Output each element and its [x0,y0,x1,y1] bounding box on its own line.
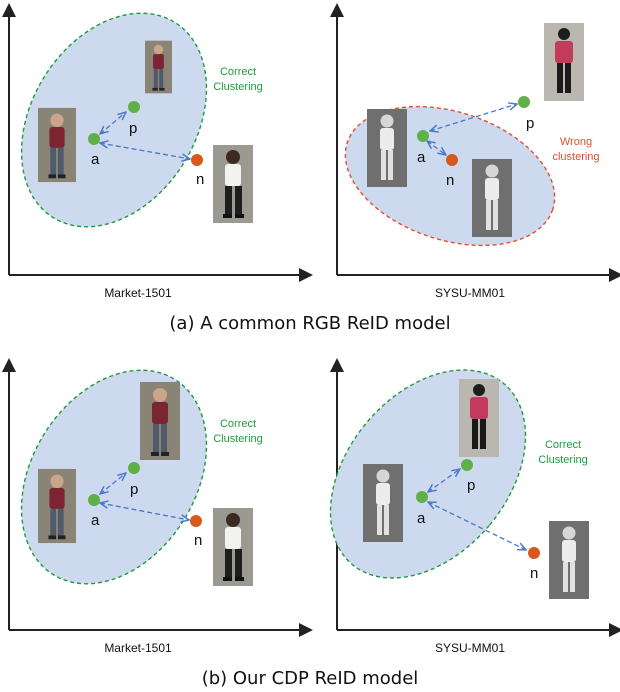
cluster-note-line1: Correct [220,66,256,78]
anchor-label: a [417,149,426,166]
anchor-negative-arrow [100,503,189,520]
anchor-negative-arrow [100,143,190,159]
cluster-note-line1: Correct [545,439,581,451]
x-axis-label: Market-1501 [104,286,172,300]
negative-point [191,154,203,166]
positive-image [544,23,584,101]
anchor-negative-arrow [427,141,446,155]
cluster-note-line1: Correct [220,418,256,430]
positive-point [461,459,473,471]
cluster-note-line2: clustering [552,151,599,163]
positive-image [145,40,172,94]
anchor-image [363,464,403,542]
cluster-note-line1: Wrong [560,136,592,148]
anchor-image [38,468,76,544]
anchor-point [416,491,428,503]
negative-image [213,508,253,586]
caption-top: (a) A common RGB ReID model [169,313,450,334]
anchor-image [367,109,407,187]
x-axis-label: SYSU-MM01 [435,286,505,300]
anchor-positive-arrow [428,469,460,492]
anchor-image [38,107,76,183]
anchor-point [88,494,100,506]
cluster-note-line2: Clustering [538,454,588,466]
anchor-positive-arrow [100,112,126,134]
panel-market-1501-cdp: a p n Correct Clustering Market-1501 [2,358,313,655]
cluster-ellipse [20,12,208,228]
negative-image [213,145,253,223]
x-axis-label: Market-1501 [104,641,172,655]
negative-point [190,515,202,527]
anchor-point [417,130,429,142]
anchor-point [88,133,100,145]
panel-sysu-mm01-cdp: a p n Correct Clustering SYSU-MM01 [329,358,620,655]
panel-market-1501-common: a p n Correct Clustering Market-1501 [2,3,313,300]
negative-label: n [530,565,538,582]
positive-point [128,462,140,474]
positive-point [518,96,530,108]
anchor-positive-arrow [430,104,517,131]
caption-bottom: (b) Our CDP ReID model [202,668,419,689]
cluster-note-line2: Clustering [213,81,263,93]
x-axis-label: SYSU-MM01 [435,641,505,655]
positive-label: p [526,115,534,132]
negative-point [446,154,458,166]
positive-image [140,382,180,460]
negative-point [528,547,540,559]
positive-image [459,379,499,457]
negative-label: n [446,172,454,189]
negative-label: n [196,171,204,188]
anchor-label: a [417,510,426,527]
cluster-ellipse [20,369,208,585]
negative-image [549,521,589,599]
anchor-negative-arrow [428,502,526,550]
cluster-ellipse [329,369,527,579]
anchor-positive-arrow [100,473,126,494]
positive-label: p [467,477,475,494]
anchor-label: a [91,151,100,168]
panel-sysu-mm01-common: a p n Wrong clustering SYSU-MM01 [330,3,620,300]
positive-point [128,101,140,113]
negative-image [472,159,512,237]
positive-label: p [129,120,137,137]
negative-label: n [194,532,202,549]
positive-label: p [130,481,138,498]
anchor-label: a [91,512,100,529]
cluster-note-line2: Clustering [213,433,263,445]
